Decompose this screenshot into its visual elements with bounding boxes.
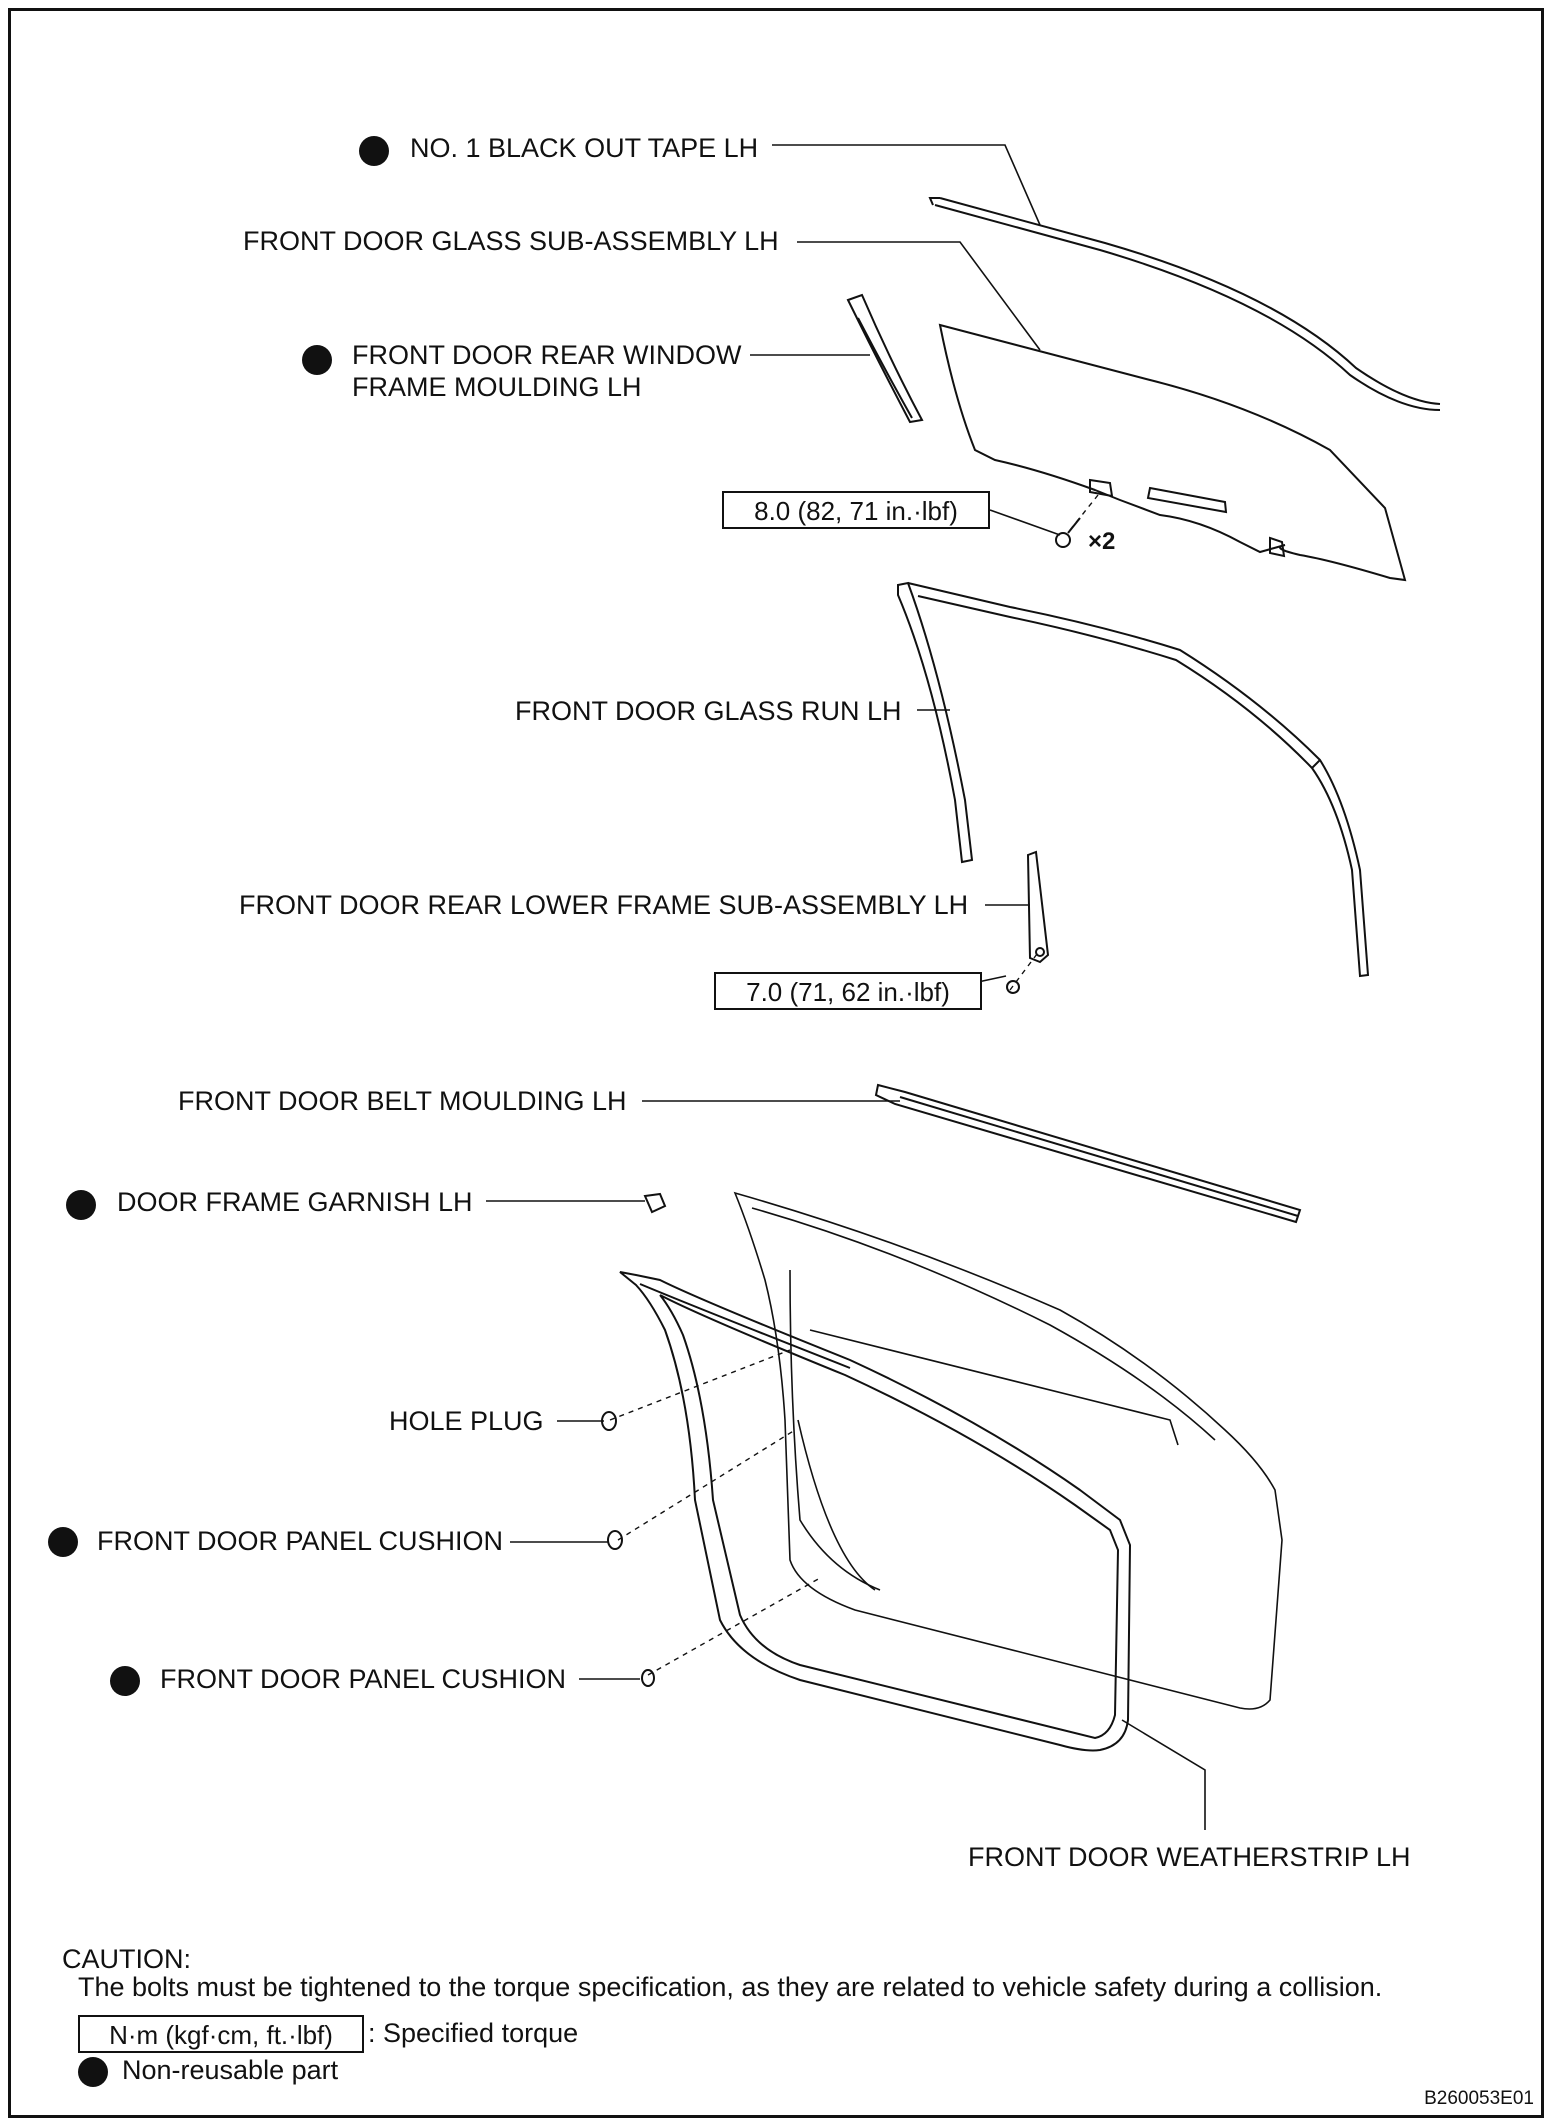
- label-door-frame-garnish: DOOR FRAME GARNISH LH: [117, 1187, 473, 1217]
- bolt-shape: [1055, 517, 1081, 548]
- non-reusable-marker: [359, 136, 389, 166]
- label-glass-run: FRONT DOOR GLASS RUN LH: [515, 696, 902, 726]
- clip-shapes: [601, 1411, 655, 1687]
- legend-non-reusable-marker: [78, 2057, 108, 2087]
- torque-box-glass: 8.0 (82, 71 in.·lbf): [722, 491, 990, 529]
- label-rear-window-frame-1: FRONT DOOR REAR WINDOW: [352, 340, 742, 370]
- weatherstrip-shape: [619, 1271, 1132, 1752]
- non-reusable-marker: [110, 1666, 140, 1696]
- label-hole-plug: HOLE PLUG: [389, 1406, 544, 1436]
- caution-title: CAUTION:: [62, 1944, 192, 1974]
- label-weatherstrip: FRONT DOOR WEATHERSTRIP LH: [968, 1842, 1411, 1872]
- bolt-quantity: ×2: [1088, 528, 1116, 555]
- door-frame-garnish-shape: [643, 1192, 667, 1214]
- fastener-dashes: [609, 494, 1099, 1676]
- label-rear-window-frame-2: FRAME MOULDING LH: [352, 372, 642, 402]
- belt-moulding-shape: [874, 1083, 1302, 1224]
- figure-code: B260053E01: [1424, 2088, 1534, 2109]
- non-reusable-marker: [48, 1527, 78, 1557]
- rear-lower-frame-shape: [1006, 850, 1050, 994]
- leader-lines: [486, 144, 1206, 1830]
- label-panel-cushion-2: FRONT DOOR PANEL CUSHION: [160, 1664, 567, 1694]
- glass-run-shape: [897, 581, 1370, 978]
- non-reusable-marker: [66, 1190, 96, 1220]
- label-belt-moulding: FRONT DOOR BELT MOULDING LH: [178, 1086, 627, 1116]
- diagram-frame: [8, 8, 1544, 2118]
- torque-box-lower-frame: 7.0 (71, 62 in.·lbf): [714, 972, 982, 1010]
- label-black-out-tape: NO. 1 BLACK OUT TAPE LH: [410, 133, 759, 163]
- label-rear-lower-frame: FRONT DOOR REAR LOWER FRAME SUB-ASSEMBLY…: [239, 890, 969, 920]
- legend-torque-desc: : Specified torque: [368, 2018, 579, 2048]
- non-reusable-marker: [302, 345, 332, 375]
- label-panel-cushion-1: FRONT DOOR PANEL CUSHION: [97, 1526, 504, 1556]
- black-out-tape-shape: [928, 197, 1441, 411]
- door-panel-shape: [733, 1191, 1283, 1710]
- legend-torque-box: N·m (kgf·cm, ft.·lbf): [78, 2015, 364, 2053]
- caution-text: The bolts must be tightened to the torqu…: [78, 1972, 1383, 2002]
- label-glass-sub-assembly: FRONT DOOR GLASS SUB-ASSEMBLY LH: [243, 226, 779, 256]
- legend-non-reusable-text: Non-reusable part: [122, 2055, 339, 2085]
- glass-shape: [938, 323, 1407, 582]
- rear-window-moulding-shape: [846, 293, 924, 424]
